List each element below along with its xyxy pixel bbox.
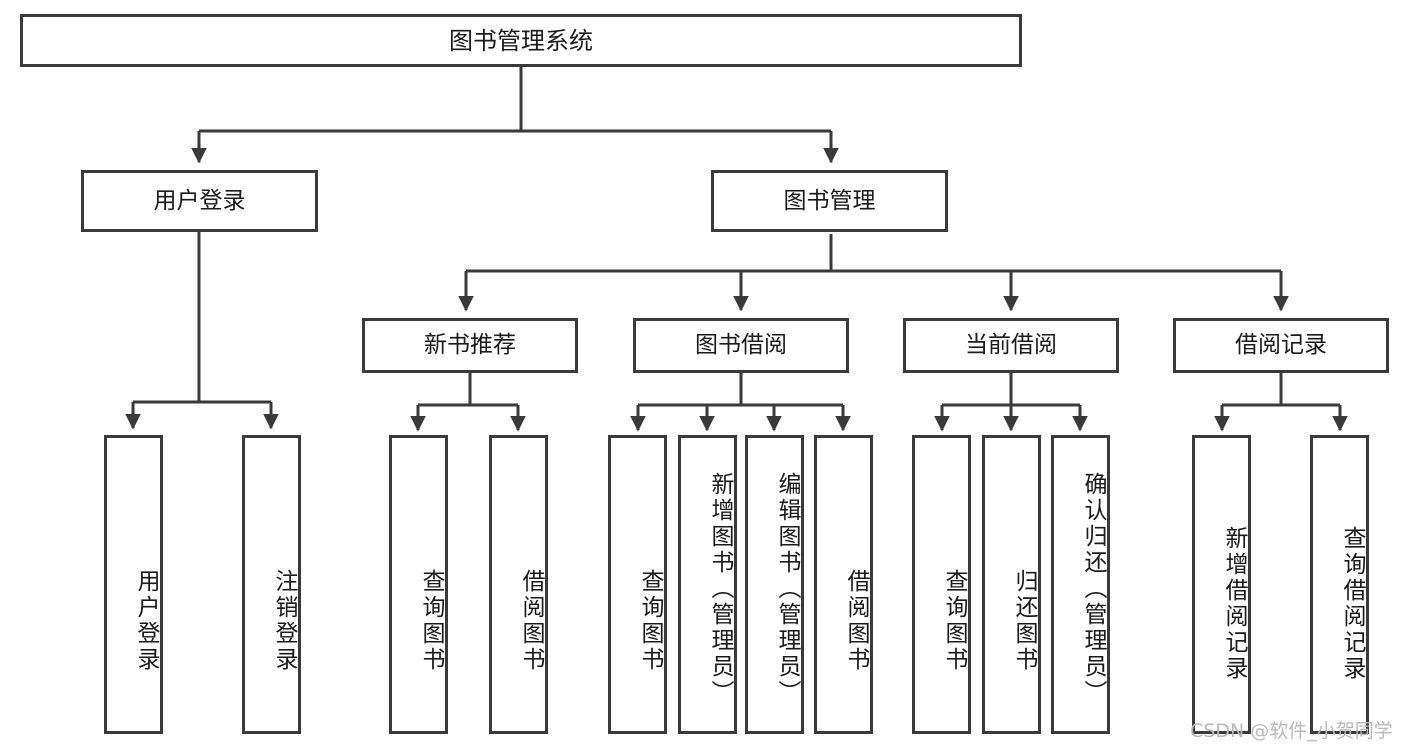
node-book-borrow[interactable]: 图书借阅 [633, 318, 849, 373]
node-book-management[interactable]: 图书管理 [711, 170, 948, 232]
leaf-borrow-edit-book-admin[interactable]: 编辑图书（管理员） [745, 435, 804, 734]
leaf-current-return-book[interactable]: 归还图书 [982, 435, 1041, 734]
leaf-current-query-book[interactable]: 查询图书 [912, 435, 971, 734]
leaf-borrow-query-book[interactable]: 查询图书 [608, 435, 667, 734]
node-new-book-recommend[interactable]: 新书推荐 [362, 318, 578, 373]
leaf-current-confirm-return-admin[interactable]: 确认归还（管理员） [1051, 435, 1110, 734]
node-current-borrow[interactable]: 当前借阅 [903, 318, 1119, 373]
leaf-record-query-borrow-record[interactable]: 查询借阅记录 [1310, 435, 1369, 734]
leaf-borrow-add-book-admin[interactable]: 新增图书（管理员） [678, 435, 737, 734]
csdn-watermark: CSDN @软件_小贺同学 [1190, 720, 1393, 742]
leaf-recommend-query-book[interactable]: 查询图书 [389, 435, 448, 734]
leaf-user-login-logout[interactable]: 注销登录 [242, 435, 301, 734]
leaf-user-login-login[interactable]: 用户登录 [104, 435, 163, 734]
leaf-recommend-borrow-book[interactable]: 借阅图书 [489, 435, 548, 734]
node-root-system[interactable]: 图书管理系统 [20, 14, 1022, 67]
leaf-borrow-borrow-book[interactable]: 借阅图书 [814, 435, 873, 734]
leaf-record-add-borrow-record[interactable]: 新增借阅记录 [1192, 435, 1251, 734]
node-user-login[interactable]: 用户登录 [81, 170, 318, 232]
node-borrow-record[interactable]: 借阅记录 [1173, 318, 1389, 373]
